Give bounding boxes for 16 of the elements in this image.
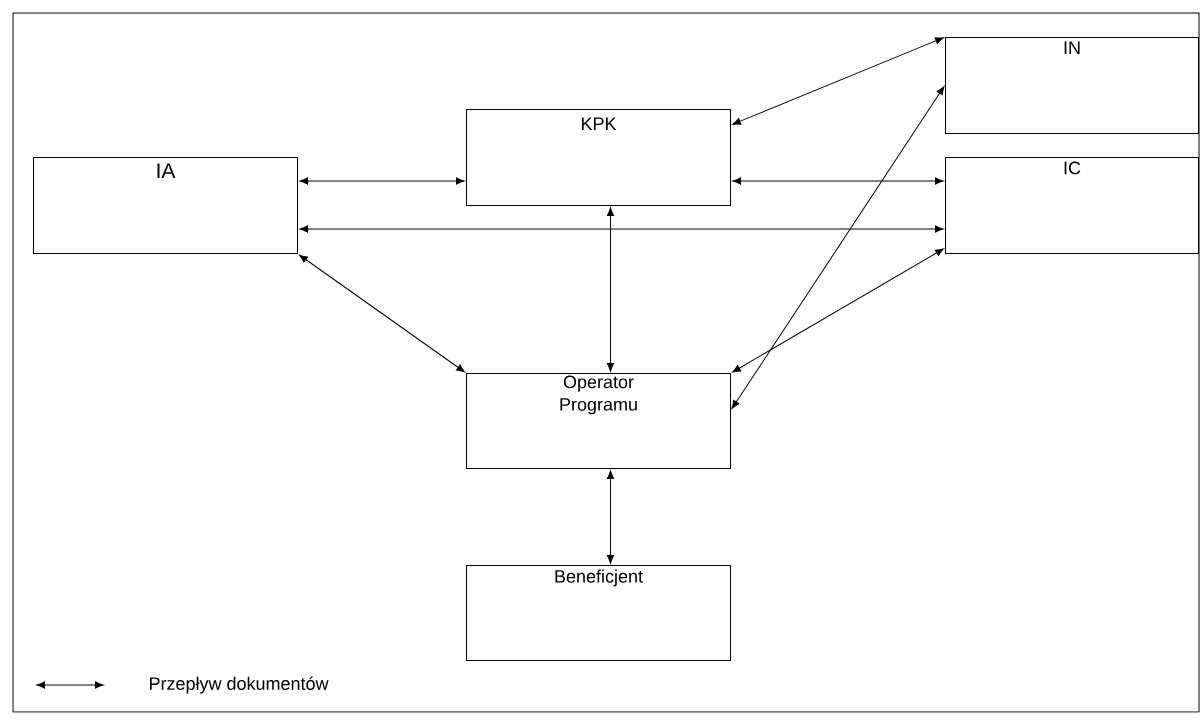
process-box: IN	[945, 37, 1199, 134]
arrow	[606, 207, 615, 372]
arrow	[606, 470, 615, 564]
arrow	[299, 177, 465, 185]
arrow	[299, 254, 465, 373]
arrow	[732, 177, 944, 185]
arrow	[299, 225, 944, 233]
legend-text: Przepływ dokumentów	[150, 676, 329, 694]
process-box: Beneficjent	[466, 565, 731, 661]
process-box: IC	[945, 157, 1199, 254]
process-box: KPK	[466, 109, 731, 206]
process-box: IA	[33, 157, 298, 254]
arrow	[732, 37, 944, 125]
arrow	[732, 248, 944, 373]
process-box: Operator Programu	[466, 373, 731, 469]
arrow	[731, 86, 945, 409]
